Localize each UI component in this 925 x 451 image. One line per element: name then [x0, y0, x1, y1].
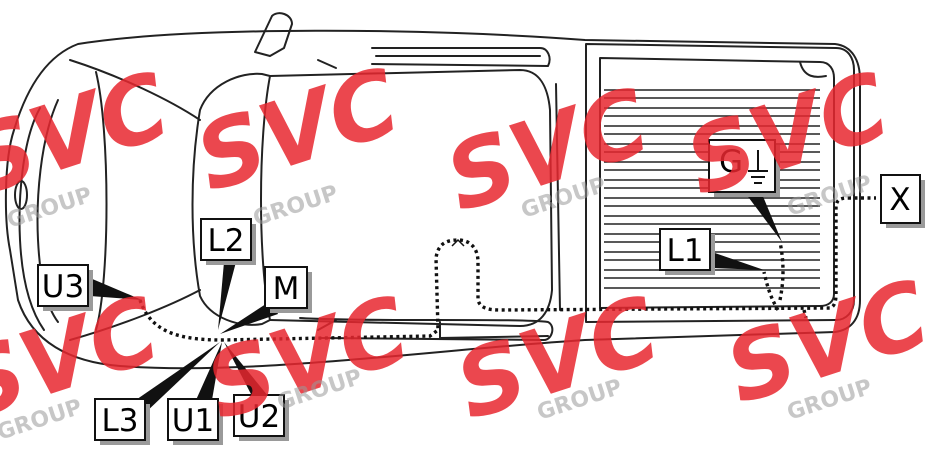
label-box [37, 264, 89, 307]
b-pillar-top [317, 59, 337, 69]
label-box [264, 266, 308, 309]
label-box [233, 394, 285, 437]
label-l3: L3 [94, 398, 150, 445]
bed-inner [599, 57, 835, 309]
label-box [167, 398, 219, 441]
bed-rib [604, 197, 820, 207]
label-text-u3: U3 [42, 269, 84, 305]
label-text-x: X [889, 182, 910, 218]
vehicle-top-view [4, 12, 861, 370]
label-pointers [90, 194, 782, 414]
label-text-l1: L1 [667, 233, 704, 269]
pointer-l3 [130, 342, 220, 414]
label-l1: L1 [659, 228, 715, 275]
harness-node-marker [451, 238, 465, 247]
roof [269, 69, 553, 327]
bed-rib [604, 215, 820, 225]
label-text-g: G [719, 144, 743, 180]
pointer-g [746, 194, 782, 242]
door-trim-top [371, 47, 551, 67]
label-text-u2: U2 [238, 399, 280, 435]
label-x: X [880, 174, 925, 228]
label-box [659, 228, 711, 271]
tailgate-corner-top [799, 61, 827, 78]
label-box [94, 398, 146, 441]
label-boxes: U3 L2 M L3 U1 U2 [37, 139, 925, 445]
wire-harness [138, 196, 876, 342]
front-light [14, 180, 28, 210]
pointer-u1 [196, 342, 222, 400]
label-u3: U3 [37, 264, 93, 311]
label-m: M [264, 266, 312, 313]
label-box [708, 139, 776, 193]
svc-group-watermark: SVC GROUP SVC GROUP SVC GROUP SVC GROUP … [0, 48, 925, 446]
pointer-l1 [712, 252, 764, 270]
b-pillar-bottom [317, 319, 337, 331]
harness-bend [802, 309, 808, 319]
door-trim-bottom-2 [439, 321, 549, 339]
side-mirror [254, 12, 293, 57]
hood-line [95, 71, 108, 331]
pointer-m [220, 300, 278, 334]
bed-outline [585, 43, 855, 323]
label-u1: U1 [167, 398, 223, 445]
bed-rib [604, 89, 820, 99]
label-g: G [708, 139, 780, 197]
pointer-u3 [90, 278, 142, 300]
pointer-l2 [218, 262, 236, 330]
body-outline [4, 29, 861, 370]
harness-main [138, 196, 849, 342]
harness-branch-l1 [762, 271, 780, 311]
door-trim-bottom [299, 317, 554, 341]
label-l2: L2 [200, 218, 256, 265]
label-box [880, 174, 921, 224]
front-bumper [18, 107, 45, 331]
label-text-u1: U1 [172, 403, 214, 439]
label-text-l2: L2 [208, 223, 245, 259]
watermark-brand: SVC [0, 52, 182, 217]
watermark-brand: SVC [184, 48, 412, 213]
bed-rib [604, 107, 820, 117]
roof-rear-line [555, 83, 561, 311]
hood-lower [69, 289, 201, 341]
label-text-l3: L3 [102, 403, 139, 439]
pointer-u2 [224, 342, 268, 396]
label-text-m: M [273, 271, 300, 307]
harness-branch-g [778, 241, 785, 301]
bed-rib [604, 125, 820, 135]
ground-symbol-icon [748, 150, 768, 184]
label-u2: U2 [233, 394, 289, 441]
label-box [200, 218, 252, 261]
hood-upper [69, 59, 201, 121]
